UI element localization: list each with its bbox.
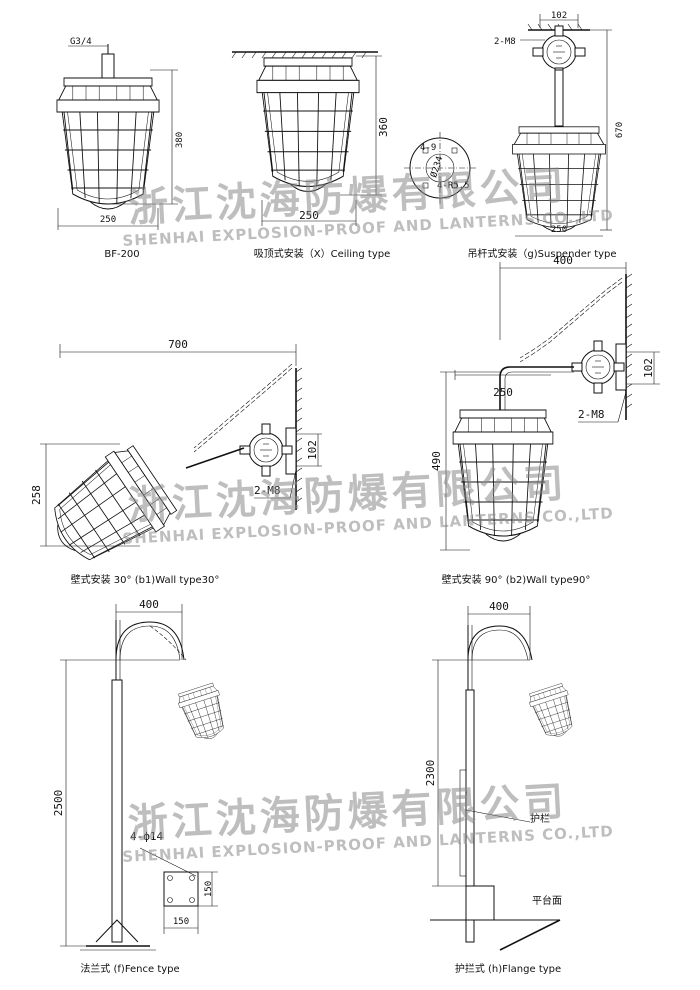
plate-holes-label: 4-9: [420, 143, 436, 153]
fence-reach-dim: 400: [139, 598, 159, 611]
wall90-reach-dim: 400: [553, 254, 573, 267]
figure-bf-200: G3/4 380 250 BF-200: [56, 37, 185, 260]
caption-ceiling-type: 吸顶式安装（X）Ceiling type: [254, 247, 391, 260]
ceiling-width-dim: 250: [299, 209, 319, 222]
flange-height-dim: 2300: [424, 760, 437, 787]
watermark-middle: 浙江沈海防爆有限公司 SHENHAI EXPLOSION-PROOF AND L…: [122, 461, 614, 548]
fence-base-height-dim: 150: [204, 881, 214, 897]
fence-holes-label: 4-ф14: [130, 830, 163, 843]
suspender-height-dim: 670: [615, 122, 625, 138]
flange-reach-dim: 400: [489, 600, 509, 613]
ceiling-lamp: [256, 57, 360, 193]
figure-ceiling-type: 360 250 吸顶式安装（X）Ceiling type: [231, 51, 391, 260]
wall30-box-dim: 102: [306, 440, 319, 460]
suspender-width-dim: 250: [551, 225, 567, 235]
wall30-height-dim: 258: [30, 485, 43, 505]
caption-flange-type: 护拦式 (h)Flange type: [455, 962, 561, 975]
flange-platform-label: 平台面: [532, 894, 562, 907]
caption-wall-type-90: 壁式安装 90° (b2)Wall type90°: [442, 573, 591, 586]
ceiling-height-dim: 360: [377, 117, 390, 137]
suspender-bolt-label: 2-M8: [494, 37, 516, 47]
wall90-box-dim: 102: [642, 358, 655, 378]
wall90-bolt-label: 2-M8: [578, 408, 605, 421]
figure-wall-type-30: 700 102 2-M8 258 壁式安装 30° (b1)Wall type3…: [30, 338, 322, 586]
wall90-height-dim: 490: [430, 451, 443, 471]
fence-base-width-dim: 150: [173, 917, 189, 927]
figure-flange-type: 护栏 平台面 400 2300 护拦式 (h)Flange type: [424, 600, 580, 975]
wall30-reach-dim: 700: [168, 338, 188, 351]
fence-lamp: [175, 681, 232, 745]
bf-height-dim: 380: [175, 132, 185, 148]
caption-wall-type-30: 壁式安装 30° (b1)Wall type30°: [71, 573, 220, 586]
figure-fence-type: 400 2500 4-ф14 150 150 法兰式 (f)Fence type: [52, 598, 232, 975]
fence-height-dim: 2500: [52, 790, 65, 817]
wall90-width-dim: 250: [493, 386, 513, 399]
watermark-top: 浙江沈海防爆有限公司 SHENHAI EXPLOSION-PROOF AND L…: [122, 163, 614, 250]
flange-rail-label: 护栏: [530, 812, 550, 825]
caption-bf-200: BF-200: [104, 249, 139, 260]
caption-fence-type: 法兰式 (f)Fence type: [80, 962, 179, 975]
wall30-junction-box: [239, 423, 293, 477]
figure-wall-type-90: 400 102 2-M8 490 250 壁式安装 90° (b2)Wall t…: [430, 254, 660, 586]
figure-suspender-type: 102 2-M8 670 250 吊杆式安装（g)Suspender type: [467, 11, 625, 260]
wall30-bolt-label: 2-M8: [254, 484, 281, 497]
suspender-top-dim: 102: [551, 11, 567, 21]
bf-thread-label: G3/4: [70, 37, 92, 47]
bf-width-dim: 250: [100, 215, 116, 225]
plate-slot-label: 4-R5.5: [437, 181, 470, 191]
caption-suspender-type: 吊杆式安装（g)Suspender type: [467, 247, 616, 260]
flange-lamp: [526, 682, 580, 743]
watermark-bottom: 浙江沈海防爆有限公司 SHENHAI EXPLOSION-PROOF AND L…: [122, 779, 614, 866]
